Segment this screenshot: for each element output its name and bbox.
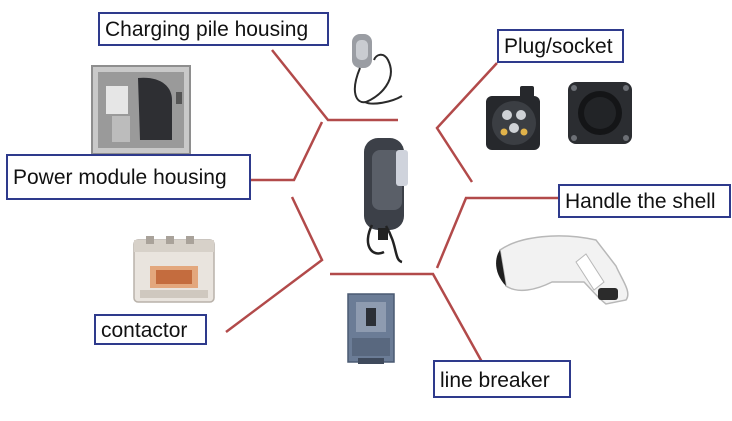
connector-line-breaker bbox=[330, 272, 484, 363]
plug-socket-image bbox=[486, 82, 632, 150]
circuit-breaker-image bbox=[347, 293, 395, 364]
charging-gun-handle-image bbox=[496, 235, 629, 305]
power-module-housing-label: Power module housing bbox=[6, 154, 251, 200]
line-breaker-label: line breaker bbox=[433, 360, 571, 398]
connector-handle-shell bbox=[435, 196, 558, 269]
wallbox-charger-image bbox=[352, 34, 403, 105]
connector-plug-socket bbox=[435, 62, 498, 183]
charging-pile-housing-label: Charging pile housing bbox=[98, 12, 329, 46]
plug-socket-label: Plug/socket bbox=[497, 29, 624, 63]
connector-charging-pile-housing bbox=[271, 49, 398, 122]
connector-power-module-housing bbox=[251, 121, 324, 182]
handle-the-shell-label: Handle the shell bbox=[558, 184, 731, 218]
connector-lines bbox=[225, 49, 558, 363]
charging-pile-center-image bbox=[364, 138, 408, 264]
connector-contactor bbox=[225, 196, 324, 333]
contactor-label: contactor bbox=[94, 314, 207, 345]
power-module-enclosure-image bbox=[91, 65, 191, 155]
contactor-image bbox=[133, 236, 215, 303]
